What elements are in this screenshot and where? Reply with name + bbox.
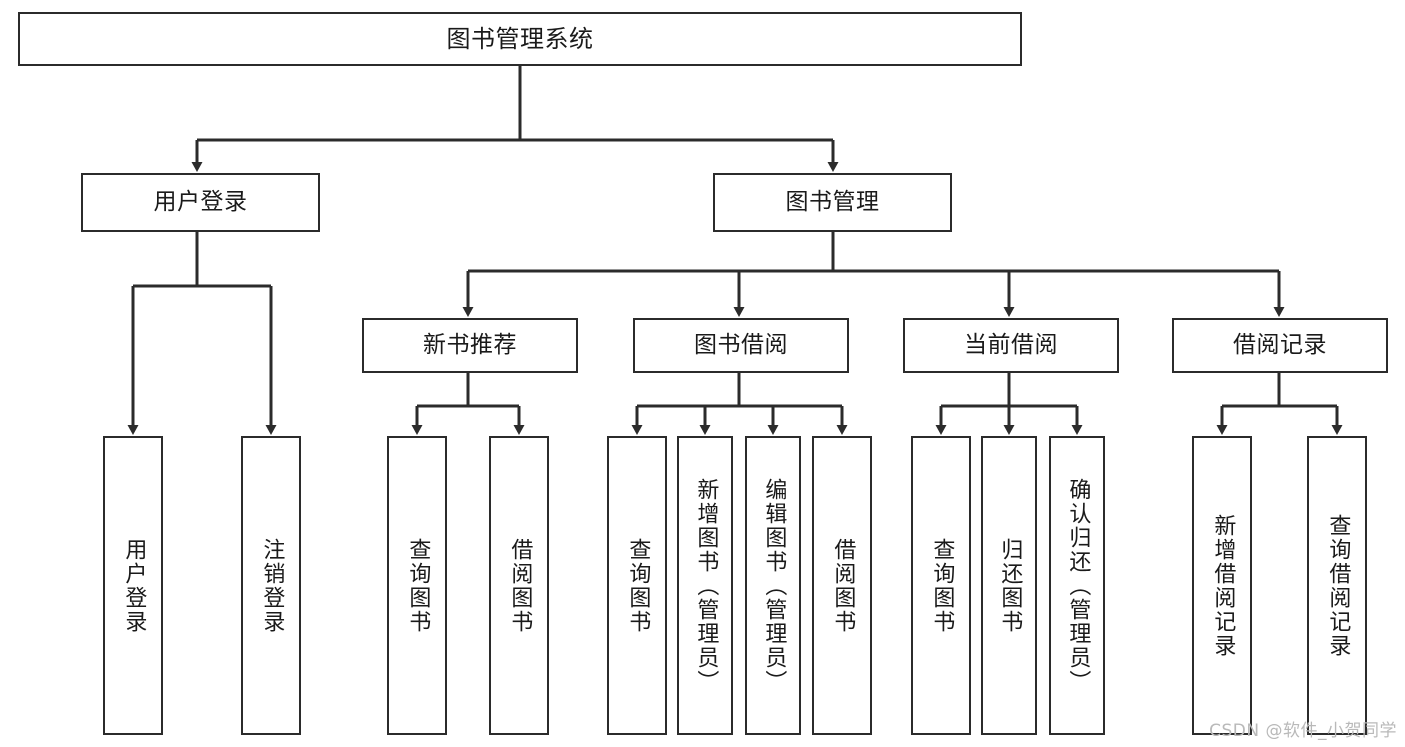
node-label: 新增借阅记录 bbox=[1210, 513, 1236, 658]
leaf-borrow-book[interactable]: 借阅图书 bbox=[812, 436, 872, 735]
node-label: 用户登录 bbox=[153, 188, 248, 215]
leaf-add-book-admin[interactable]: 新增图书（管理员） bbox=[677, 436, 733, 735]
leaf-query-book-current[interactable]: 查询图书 bbox=[911, 436, 971, 735]
leaf-borrow-book-recommend[interactable]: 借阅图书 bbox=[489, 436, 549, 735]
csdn-watermark: CSDN @软件_小贺同学 bbox=[1209, 721, 1397, 741]
node-label: 图书管理系统 bbox=[446, 24, 594, 53]
node-label: 新增图书（管理员） bbox=[693, 477, 719, 694]
leaf-query-borrow-record[interactable]: 查询借阅记录 bbox=[1307, 436, 1367, 735]
leaf-add-borrow-record[interactable]: 新增借阅记录 bbox=[1192, 436, 1252, 735]
node-label: 图书借阅 bbox=[694, 331, 788, 358]
node-label: 查询图书 bbox=[929, 537, 955, 634]
node-user-login[interactable]: 用户登录 bbox=[81, 173, 320, 232]
node-current-borrow[interactable]: 当前借阅 bbox=[903, 318, 1119, 373]
leaf-edit-book-admin[interactable]: 编辑图书（管理员） bbox=[745, 436, 801, 735]
node-label: 图书管理 bbox=[785, 188, 880, 215]
node-root-book-management-system[interactable]: 图书管理系统 bbox=[18, 12, 1022, 66]
node-label: 用户登录 bbox=[121, 537, 147, 634]
node-label: 编辑图书（管理员） bbox=[761, 477, 787, 694]
leaf-user-login[interactable]: 用户登录 bbox=[103, 436, 163, 735]
leaf-return-book[interactable]: 归还图书 bbox=[981, 436, 1037, 735]
node-label: 归还图书 bbox=[997, 537, 1023, 634]
node-new-book-recommend[interactable]: 新书推荐 bbox=[362, 318, 578, 373]
node-label: 借阅图书 bbox=[830, 537, 856, 634]
node-label: 借阅图书 bbox=[507, 537, 533, 634]
node-book-management[interactable]: 图书管理 bbox=[713, 173, 952, 232]
node-label: 借阅记录 bbox=[1233, 331, 1327, 358]
node-label: 确认归还（管理员） bbox=[1065, 477, 1091, 694]
node-label: 查询图书 bbox=[625, 537, 651, 634]
node-label: 注销登录 bbox=[259, 537, 285, 634]
leaf-confirm-return-admin[interactable]: 确认归还（管理员） bbox=[1049, 436, 1105, 735]
node-label: 新书推荐 bbox=[423, 331, 517, 358]
node-book-borrow[interactable]: 图书借阅 bbox=[633, 318, 849, 373]
node-label: 当前借阅 bbox=[964, 331, 1058, 358]
leaf-query-book-recommend[interactable]: 查询图书 bbox=[387, 436, 447, 735]
leaf-query-book-borrow[interactable]: 查询图书 bbox=[607, 436, 667, 735]
leaf-logout[interactable]: 注销登录 bbox=[241, 436, 301, 735]
node-borrow-record[interactable]: 借阅记录 bbox=[1172, 318, 1388, 373]
node-label: 查询借阅记录 bbox=[1325, 513, 1351, 658]
node-label: 查询图书 bbox=[405, 537, 431, 634]
